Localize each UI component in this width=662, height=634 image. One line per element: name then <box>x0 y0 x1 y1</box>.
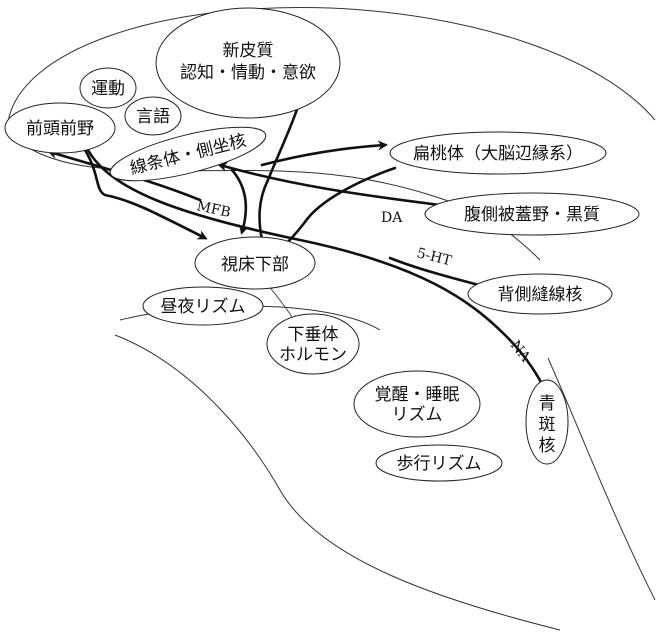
oval-arousal <box>353 370 481 438</box>
label-5ht: 5-HT <box>415 245 454 269</box>
label-language: 言語 <box>136 107 170 127</box>
arrow-amygdala-to-hypothalamus <box>277 166 397 253</box>
label-locus-1: 青 <box>539 394 556 414</box>
label-dorsal-raphe: 背側縫線核 <box>498 285 583 305</box>
oval-amygdala <box>389 131 607 175</box>
label-amygdala: 扁桃体（大脳辺縁系） <box>413 144 583 164</box>
label-motor: 運動 <box>91 79 125 99</box>
label-gait: 歩行リズム <box>397 454 482 474</box>
label-mfb: MFB <box>195 198 232 221</box>
label-locus-2: 斑 <box>539 415 556 435</box>
oval-motor <box>79 67 137 109</box>
label-pituitary-2: ホルモン <box>279 345 347 365</box>
arrow-to-amygdala <box>260 140 388 167</box>
arrow-prefrontal-to-hypothalamus <box>83 148 208 240</box>
label-arousal-2: リズム <box>392 405 443 425</box>
oval-neocortex <box>155 7 341 119</box>
label-neocortex-1: 新皮質 <box>223 41 274 61</box>
label-hypothalamus: 視床下部 <box>221 255 289 275</box>
arrow-hypothalamus-to-pituitary <box>267 284 295 322</box>
label-pituitary-1: 下垂体 <box>288 325 339 345</box>
cortex-outline <box>7 7 656 123</box>
label-prefrontal: 前頭前野 <box>26 119 94 139</box>
oval-gait <box>375 444 503 482</box>
mfb-tract <box>86 148 550 397</box>
oval-prefrontal <box>4 102 116 154</box>
brainstem-lower-outline <box>114 334 561 631</box>
oval-locus <box>525 379 569 465</box>
oval-striatum <box>109 126 267 182</box>
label-arousal-1: 覚醒・睡眠 <box>375 385 460 405</box>
oval-vta <box>424 192 640 236</box>
label-da: DA <box>381 210 403 226</box>
arrow-vta-to-striatum <box>217 162 442 207</box>
label-locus-3: 核 <box>539 436 556 456</box>
oval-language <box>124 96 182 136</box>
oval-hypothalamus <box>194 236 316 290</box>
label-neocortex-2: 認知・情動・意欲 <box>180 63 316 83</box>
oval-circadian <box>142 286 264 326</box>
arrow-to-neocortex <box>258 82 308 242</box>
arrow-striatum-to-hypothalamus <box>230 168 249 235</box>
brainstem-back-outline <box>547 357 656 601</box>
label-circadian: 昼夜リズム <box>161 297 246 317</box>
oval-pituitary <box>266 313 360 375</box>
label-vta: 腹側被蓋野・黒質 <box>464 205 600 225</box>
oval-dorsal-raphe <box>467 273 613 315</box>
